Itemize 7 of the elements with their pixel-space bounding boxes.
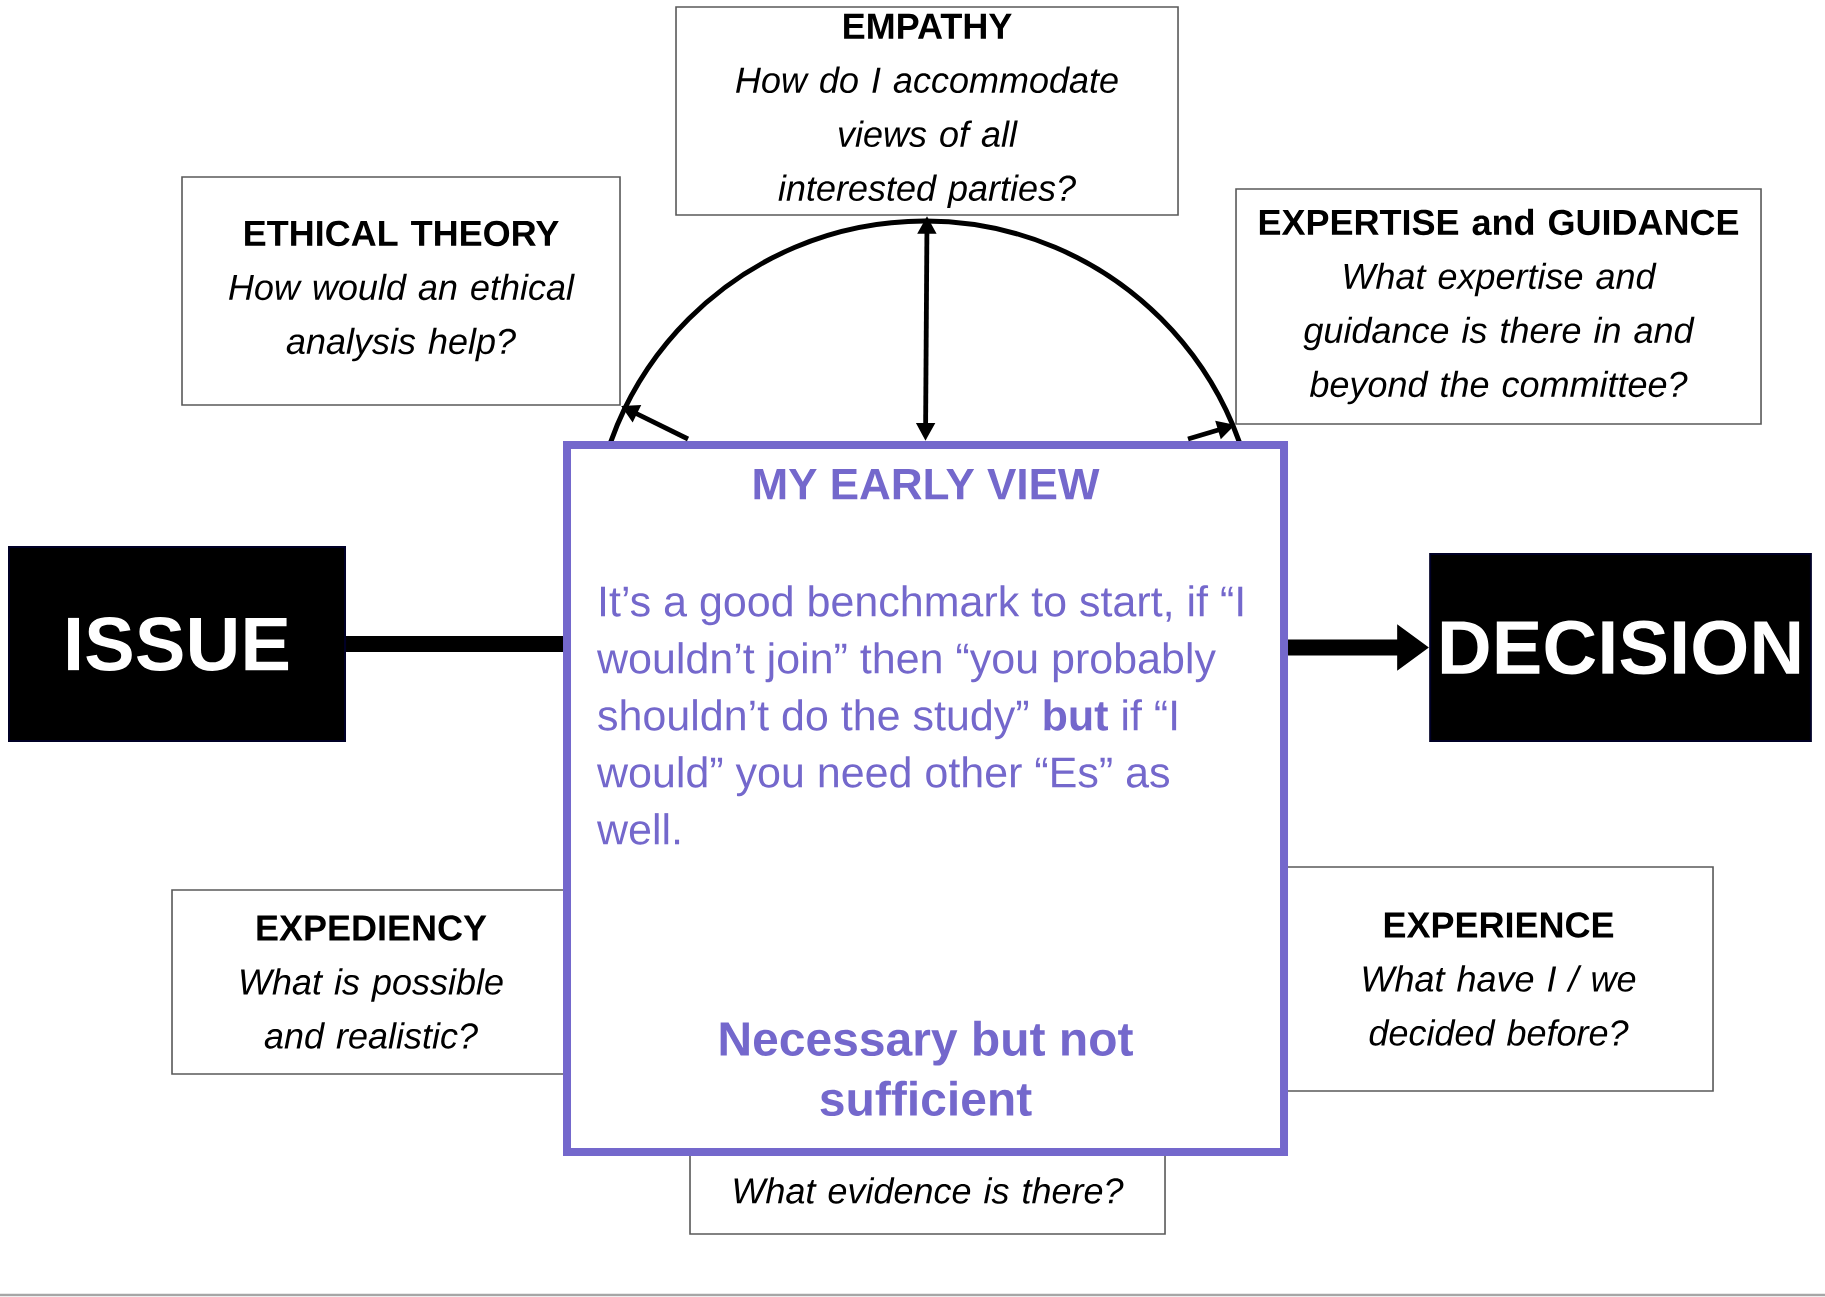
question-box: EMPATHY How do I accommodate views of all interested parties? [675,6,1179,216]
question-box: EXPERTISE and GUIDANCE What expertise and guidance is there in and beyond the committee? [1235,188,1762,425]
stage-box: DECISION [1429,553,1812,742]
stage-box: ISSUE [8,546,346,742]
question-box: EXPEDIENCY What is possible and realistic? [171,889,571,1075]
question-box: ETHICAL THEORY How would an ethical analysis help? [181,176,621,406]
question-box: EXPERIENCE What have I / we decided before? [1283,866,1714,1092]
